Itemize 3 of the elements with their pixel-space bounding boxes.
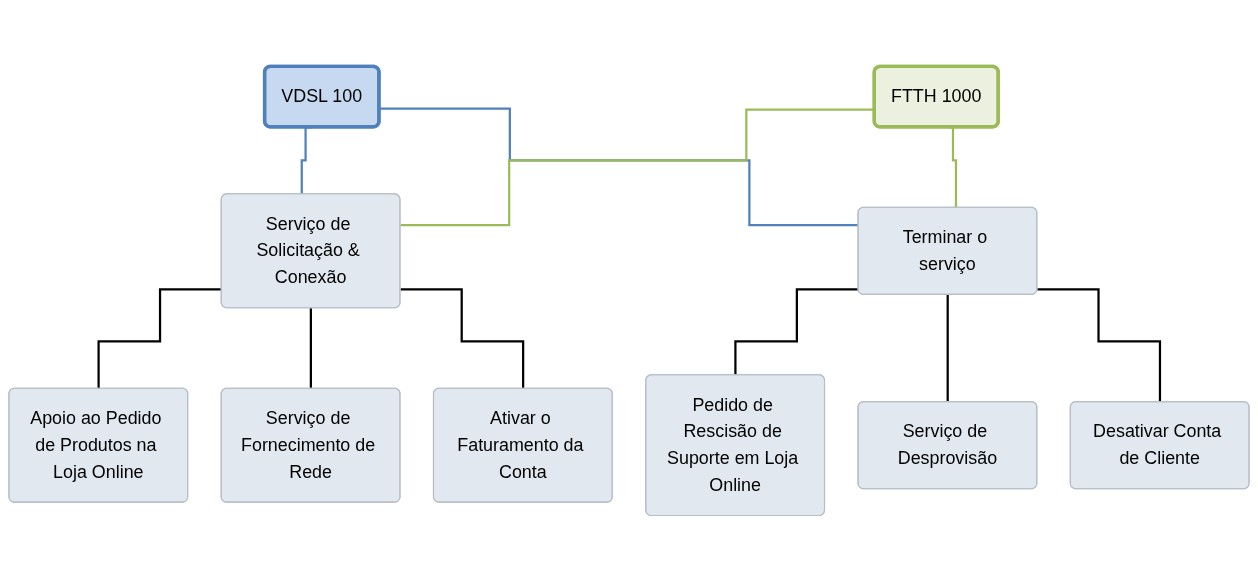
connector xyxy=(309,307,313,390)
connector xyxy=(400,288,525,390)
connector xyxy=(97,288,222,390)
